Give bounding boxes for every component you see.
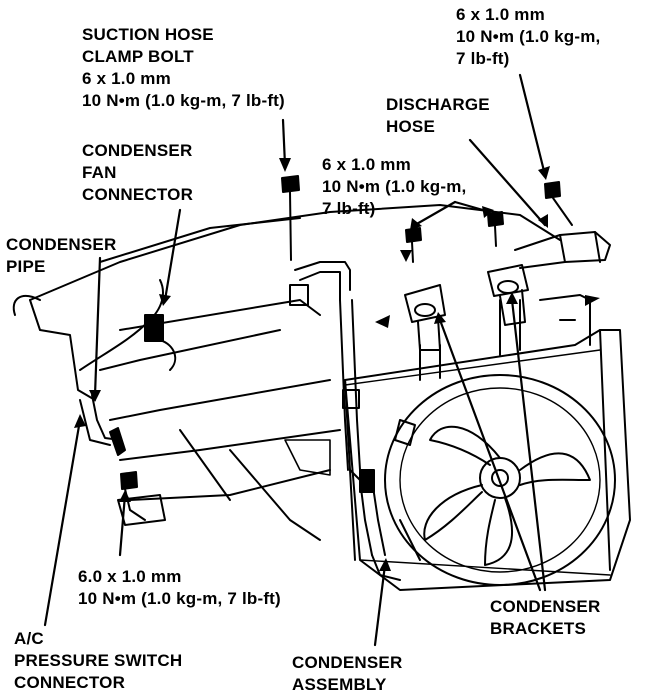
label-lower-bolt-spec: 6.0 x 1.0 mm 10 N•m (1.0 kg-m, 7 lb-ft) [78, 566, 281, 610]
condenser-fan-connector-wire [79, 279, 177, 371]
suction-bolt-line3: 6 x 1.0 mm [82, 69, 171, 88]
label-condenser-fan-connector: CONDENSER FAN CONNECTOR [82, 140, 193, 206]
leader-top-bolt [518, 73, 547, 177]
label-condenser-brackets: CONDENSER BRACKETS [490, 596, 600, 640]
condenser-core [344, 294, 631, 591]
leader-condenser-pipe [93, 256, 102, 397]
suction-bolt-line2: CLAMP BOLT [82, 47, 194, 66]
fan-connector-line1: CONDENSER [82, 141, 193, 160]
fan-connector-line3: CONNECTOR [82, 185, 194, 204]
label-top-bolt-spec: 6 x 1.0 mm 10 N•m (1.0 kg-m, 7 lb-ft) [456, 4, 600, 70]
label-condenser-assembly: CONDENSER ASSEMBLY [292, 652, 402, 696]
lower-bolt-line2: 10 N•m (1.0 kg-m, 7 lb-ft) [78, 589, 281, 608]
bracket-bolt-line3: 7 lb-ft) [322, 199, 376, 218]
bracket-bolt-left [405, 227, 422, 263]
condenser-pipe [79, 394, 126, 456]
suction-pipe [289, 261, 361, 471]
fan-connector-line2: FAN [82, 163, 117, 182]
label-pressure-switch-connector: A/C PRESSURE SWITCH CONNECTOR [14, 628, 182, 694]
label-bracket-bolt-spec: 6 x 1.0 mm 10 N•m (1.0 kg-m, 7 lb-ft) [322, 154, 466, 220]
label-condenser-pipe: CONDENSER PIPE [6, 234, 116, 278]
condenser-brackets-line2: BRACKETS [490, 619, 587, 638]
leader-pressure-switch [43, 418, 82, 627]
lower-bolt-line1: 6.0 x 1.0 mm [78, 567, 182, 586]
pressure-switch-line3: CONNECTOR [14, 673, 126, 692]
leader-bracket-right [510, 298, 547, 592]
leader-suction-bolt [281, 118, 287, 167]
condenser-brackets-line1: CONDENSER [490, 597, 601, 616]
suction-hose-clamp-bolt [281, 175, 300, 261]
condenser-assembly-line1: CONDENSER [292, 653, 403, 672]
suction-bolt-line4: 10 N•m (1.0 kg-m, 7 lb-ft) [82, 91, 285, 110]
discharge-hose-bolt [544, 181, 573, 226]
condenser-bracket-left [404, 284, 446, 351]
pressure-switch-line2: PRESSURE SWITCH [14, 651, 183, 670]
leader-condenser-assembly [373, 563, 387, 647]
leader-bracket-left [438, 318, 542, 592]
label-discharge-hose: DISCHARGE HOSE [386, 94, 490, 138]
condenser-bracket-right [487, 264, 529, 326]
discharge-hose-line1: DISCHARGE [386, 95, 490, 114]
label-suction-hose-clamp-bolt: SUCTION HOSE CLAMP BOLT 6 x 1.0 mm 10 N•… [82, 24, 285, 112]
discharge-hose-line2: HOSE [386, 117, 435, 136]
condenser-assembly-line2: ASSEMBLY [292, 675, 387, 694]
bracket-bolt-line2: 10 N•m (1.0 kg-m, [322, 177, 467, 196]
top-bolt-line3: 7 lb-ft) [456, 49, 510, 68]
condenser-pipe-line1: CONDENSER [6, 235, 117, 254]
leader-bracket-bolt-left [413, 200, 457, 227]
bracket-bolt-line1: 6 x 1.0 mm [322, 155, 411, 174]
top-bolt-line1: 6 x 1.0 mm [456, 5, 545, 24]
condenser-fan [384, 374, 616, 586]
condenser-pipe-line2: PIPE [6, 257, 46, 276]
bracket-bolt-right [487, 211, 504, 247]
radiator-support [12, 204, 561, 541]
top-bolt-line2: 10 N•m (1.0 kg-m, [456, 27, 601, 46]
leader-discharge-hose [468, 138, 547, 227]
leader-lower-bolt [118, 493, 127, 557]
pressure-switch-line1: A/C [14, 629, 44, 648]
leader-fan-connector [163, 208, 182, 302]
leader-lines [43, 73, 547, 647]
suction-bolt-line1: SUCTION HOSE [82, 25, 214, 44]
condenser-lower-mount [349, 469, 401, 581]
arrowheads [74, 158, 600, 571]
discharge-hose-pipe [514, 231, 611, 269]
